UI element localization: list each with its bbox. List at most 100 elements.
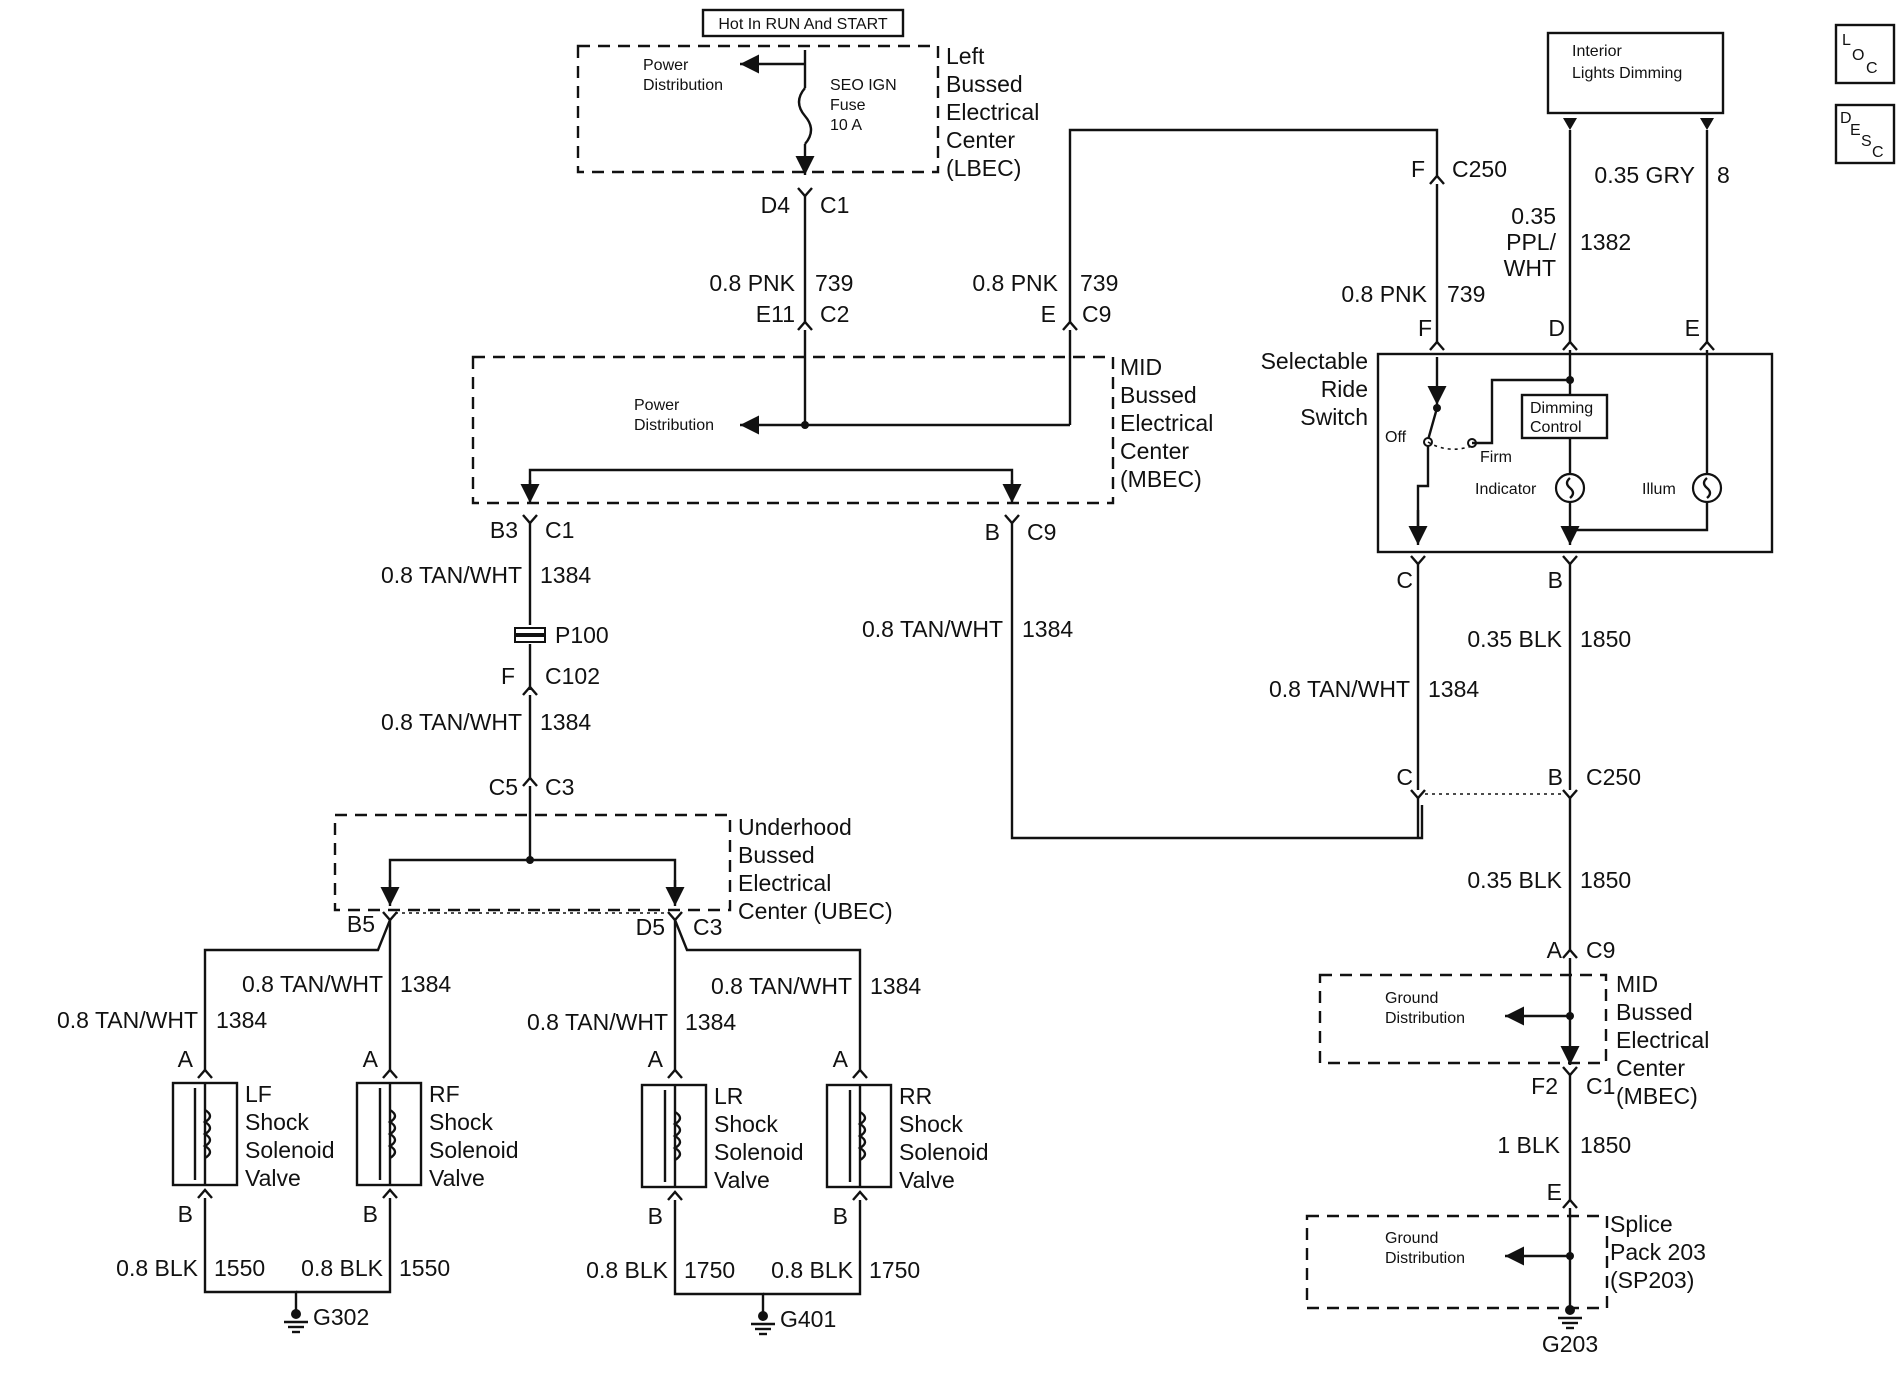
valve-rf-name-4: Valve (429, 1165, 485, 1191)
mbec-name-2: Bussed (1120, 382, 1197, 408)
wire-rr-blk-circuit: 1750 (869, 1257, 920, 1283)
pin-c5: C5 (489, 774, 518, 800)
lights-dimming-text: Lights Dimming (1572, 65, 1682, 82)
desc-letter-s: S (1861, 133, 1872, 150)
wire-to-lf (203, 919, 392, 1070)
wire-8-circuit: 8 (1717, 162, 1730, 188)
selectable-ride-switch: Selectable Ride Switch Off Firm Dimming … (1261, 348, 1774, 554)
switch-name-3: Switch (1300, 404, 1368, 430)
sp203-name-1: Splice (1610, 1211, 1673, 1237)
wire-rf-circuit: 1384 (400, 971, 451, 997)
wire-739-mid-circuit: 739 (1080, 270, 1118, 296)
mbec-conn-c9: C9 (1586, 937, 1615, 963)
c250-pin-c: C (1396, 764, 1413, 790)
desc-letter-d: D (1840, 110, 1852, 127)
ubec-name-3: Electrical (738, 870, 831, 896)
wire-1384-d-circuit: 1384 (1428, 676, 1479, 702)
wire-rf-blk-color: 0.8 BLK (301, 1255, 383, 1281)
pin-d5: D5 (636, 914, 665, 940)
ground-icon-g401: G401 (751, 1306, 836, 1336)
mbec-name-3: Electrical (1120, 410, 1213, 436)
switch-off-label: Off (1385, 429, 1407, 446)
ground-icon-g302: G302 (284, 1304, 369, 1334)
pin-f-c102: F (501, 663, 515, 689)
mbec-bottom-name-3: Electrical (1616, 1027, 1709, 1053)
connector-c250-bottom: C B C250 (1396, 764, 1641, 800)
pin-d4: D4 (761, 192, 791, 218)
pin-b-rf: B (363, 1201, 378, 1227)
wire-739-right-circuit: 739 (1447, 281, 1485, 307)
valve-connectors-b: B B B B (178, 1188, 868, 1229)
switch-pins-top: F D E (1418, 315, 1715, 351)
mbec-ground-text: Ground (1385, 990, 1438, 1007)
conn-c1: C1 (820, 192, 849, 218)
wire-1750-rr (763, 1200, 862, 1296)
valve-rf-name-2: Shock (429, 1109, 493, 1135)
switch-pins-bottom: C B (1396, 555, 1578, 593)
connector-sp203-e: E (1547, 1179, 1578, 1209)
valve-lf-name-3: Solenoid (245, 1137, 335, 1163)
pin-b-lr: B (648, 1203, 663, 1229)
valve-lr-name-3: Solenoid (714, 1139, 804, 1165)
wire-1550-rf (296, 1198, 392, 1294)
illum-label: Illum (1642, 481, 1676, 498)
valve-lf-name-4: Valve (245, 1165, 301, 1191)
conn-c2: C2 (820, 301, 849, 327)
desc-icon: D E S C (1834, 103, 1896, 165)
pin-e11: E11 (756, 301, 795, 327)
mbec-name-5: (MBEC) (1120, 466, 1202, 492)
sp203-name-3: (SP203) (1610, 1267, 1694, 1293)
switch-name-1: Selectable (1261, 348, 1368, 374)
wire-1384-c-color: 0.8 TAN/WHT (862, 616, 1003, 642)
wire-1550-lf (203, 1198, 298, 1310)
valve-lr: LR Shock Solenoid Valve (640, 1083, 804, 1193)
valve-lf: LF Shock Solenoid Valve (171, 1081, 335, 1191)
mbec-top-block: Power Distribution MID Bussed Electrical… (471, 330, 1213, 505)
mbec-pin-a: A (1547, 937, 1563, 963)
desc-letter-e: E (1850, 122, 1861, 139)
wire-1850-b-color: 0.35 BLK (1467, 867, 1562, 893)
wire-lf-blk-color: 0.8 BLK (116, 1255, 198, 1281)
pin-a-lr: A (648, 1046, 664, 1072)
switch-pin-f: F (1418, 315, 1432, 341)
p100-label: P100 (555, 622, 609, 648)
connector-c250-top: F C250 (1411, 156, 1507, 185)
connector-mbec-c1-bottom: F2 C1 (1531, 1066, 1615, 1099)
conn-c9-mbec: C9 (1027, 519, 1056, 545)
connector-mbec-c9: B C9 (985, 514, 1056, 545)
wire-1382-color-1: 0.35 (1511, 203, 1556, 229)
fuse-label-text: Fuse (830, 97, 866, 114)
connector-lbec-c1: D4 C1 (761, 187, 849, 218)
ground-icon-g203: G203 (1542, 1300, 1598, 1357)
switch-firm-label: Firm (1480, 449, 1512, 466)
conn-c3-ubec: C3 (693, 914, 722, 940)
fuse-name-text: SEO IGN (830, 77, 897, 94)
wire-739-to-c250 (1068, 128, 1439, 322)
connector-mbec-c9-bottom: A C9 (1547, 937, 1616, 963)
sp203-ground-text: Ground (1385, 1230, 1438, 1247)
mbec-bottom-name-1: MID (1616, 971, 1658, 997)
valve-rr-name-3: Solenoid (899, 1139, 989, 1165)
switch-name-2: Ride (1321, 376, 1368, 402)
wire-lr-blk-color: 0.8 BLK (586, 1257, 668, 1283)
valve-rr: RR Shock Solenoid Valve (825, 1083, 989, 1193)
wire-1384-to-c250 (1010, 523, 1424, 840)
wire-1382-color-2: PPL/ (1506, 229, 1556, 255)
wire-1384-b-circuit: 1384 (540, 709, 591, 735)
ground-g203-label: G203 (1542, 1331, 1598, 1357)
conn-c250-bottom: C250 (1586, 764, 1641, 790)
c250-pin-b: B (1548, 764, 1563, 790)
fuse-rating-text: 10 A (830, 117, 862, 134)
mbec-bottom-name-4: Center (1616, 1055, 1685, 1081)
mbec-bottom-block: Ground Distribution MID Bussed Electrica… (1318, 958, 1709, 1109)
switch-pin-c: C (1396, 567, 1413, 593)
hot-in-run-start-label-box: Hot In RUN And START (701, 8, 905, 38)
wire-8-color: 0.35 GRY (1594, 162, 1695, 188)
mbec-name-1: MID (1120, 354, 1162, 380)
pin-b5: B5 (347, 911, 375, 937)
valve-rr-name-2: Shock (899, 1111, 963, 1137)
lbec-name-4: Center (946, 127, 1015, 153)
loc-icon: L O C (1834, 23, 1896, 85)
mbec-distribution-text: Distribution (634, 417, 714, 434)
lbec-name-5: (LBEC) (946, 155, 1021, 181)
